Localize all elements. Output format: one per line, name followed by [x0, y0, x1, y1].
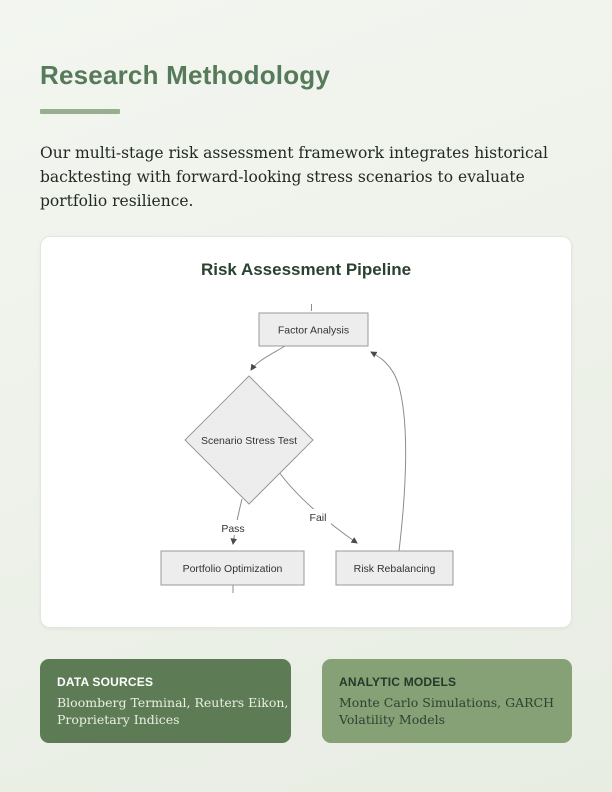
analytic-models-line: Volatility Models: [339, 712, 446, 727]
edge-stress-to-rebalancing: [278, 471, 358, 544]
intro-paragraph: Our multi-stage risk assessment framewor…: [40, 141, 565, 213]
diagram-title: Risk Assessment Pipeline: [200, 260, 412, 279]
data-sources-body: Bloomberg Terminal, Reuters Eikon, Propr…: [57, 694, 289, 728]
scenario-stress-test-label: Scenario Stress Test: [201, 435, 297, 447]
factor-analysis-node: [258, 312, 369, 347]
edge-rebalancing-to-factor: [370, 351, 407, 552]
fail-edge-label: Fail: [310, 512, 327, 524]
portfolio-optimization-node: [160, 550, 305, 586]
analytic-models-line: Monte Carlo Simulations, GARCH: [339, 695, 555, 710]
data-sources-heading: DATA SOURCES: [57, 675, 154, 689]
pass-label-background: [219, 520, 248, 535]
risk-rebalancing-node: [335, 550, 454, 586]
flowchart-diagram: Pass Fail Factor Analysis Scenario Stres…: [160, 304, 454, 593]
analytic-models-body: Monte Carlo Simulations, GARCH Volatilit…: [339, 694, 555, 728]
factor-analysis-label: Factor Analysis: [278, 325, 349, 337]
title-underline: [40, 109, 120, 114]
scenario-stress-test-node: [184, 375, 314, 505]
intro-line: portfolio resilience.: [40, 192, 194, 210]
intro-line: backtesting with forward-looking stress …: [40, 168, 525, 186]
risk-rebalancing-label: Risk Rebalancing: [354, 563, 436, 575]
pass-edge-label: Pass: [221, 523, 244, 535]
portfolio-optimization-label: Portfolio Optimization: [183, 563, 283, 575]
page-title: Research Methodology: [40, 60, 331, 90]
data-sources-line: Proprietary Indices: [57, 712, 180, 727]
data-sources-card: DATA SOURCES Bloomberg Terminal, Reuters…: [40, 659, 291, 743]
analytic-models-heading: ANALYTIC MODELS: [339, 675, 457, 689]
fail-label-background: [305, 509, 331, 524]
edge-factor-to-stress: [250, 345, 286, 371]
diagram-card: Risk Assessment Pipeline Pass Fail Facto…: [40, 236, 572, 628]
analytic-models-card: ANALYTIC MODELS Monte Carlo Simulations,…: [322, 659, 572, 743]
data-sources-line: Bloomberg Terminal, Reuters Eikon,: [57, 695, 289, 710]
intro-line: Our multi-stage risk assessment framewor…: [40, 144, 548, 162]
